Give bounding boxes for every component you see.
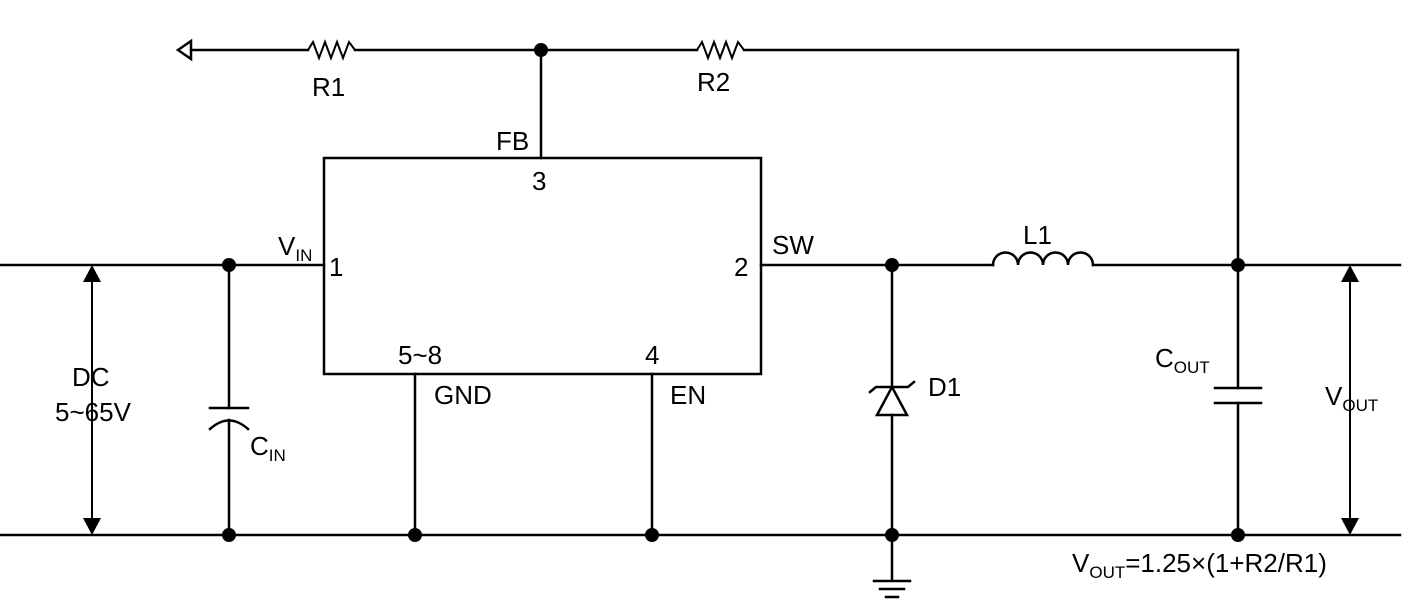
- label-en: EN: [670, 380, 706, 410]
- label-cout: COUT: [1155, 343, 1210, 377]
- inductor-l1-icon: [991, 251, 1095, 267]
- earth-ground-icon: [872, 579, 912, 599]
- label-gnd: GND: [434, 380, 492, 410]
- label-pin-1: 1: [329, 252, 343, 282]
- label-pin-4: 4: [645, 340, 659, 370]
- label-l1: L1: [1023, 220, 1052, 250]
- label-dc-range: 5~65V: [55, 397, 132, 427]
- output-section: [759, 251, 1402, 599]
- label-vout: VOUT: [1325, 381, 1378, 415]
- label-pin-5-8: 5~8: [398, 340, 442, 370]
- resistor-r2-icon: [696, 39, 745, 61]
- label-pin-3: 3: [532, 166, 546, 196]
- label-vout-formula: VOUT=1.25×(1+R2/R1): [1072, 548, 1327, 582]
- label-sw: SW: [772, 230, 814, 260]
- label-r2: R2: [697, 67, 730, 97]
- resistor-r1-icon: [307, 39, 356, 61]
- label-d1: D1: [928, 372, 961, 402]
- label-pin-2: 2: [734, 252, 748, 282]
- arrow-down-icon: [1341, 518, 1359, 535]
- label-dc: DC: [72, 362, 110, 392]
- arrow-down-icon: [83, 518, 101, 535]
- label-cin: CIN: [250, 431, 286, 465]
- arrow-up-icon: [83, 265, 101, 282]
- feedback-network: [175, 38, 1240, 267]
- junction-fb: [534, 43, 548, 57]
- input-section: [0, 258, 326, 537]
- label-fb: FB: [496, 126, 529, 156]
- label-r1: R1: [312, 72, 345, 102]
- arrow-up-icon: [1341, 265, 1359, 282]
- arrow-left-icon: [175, 38, 193, 62]
- label-vin: VIN: [278, 231, 312, 265]
